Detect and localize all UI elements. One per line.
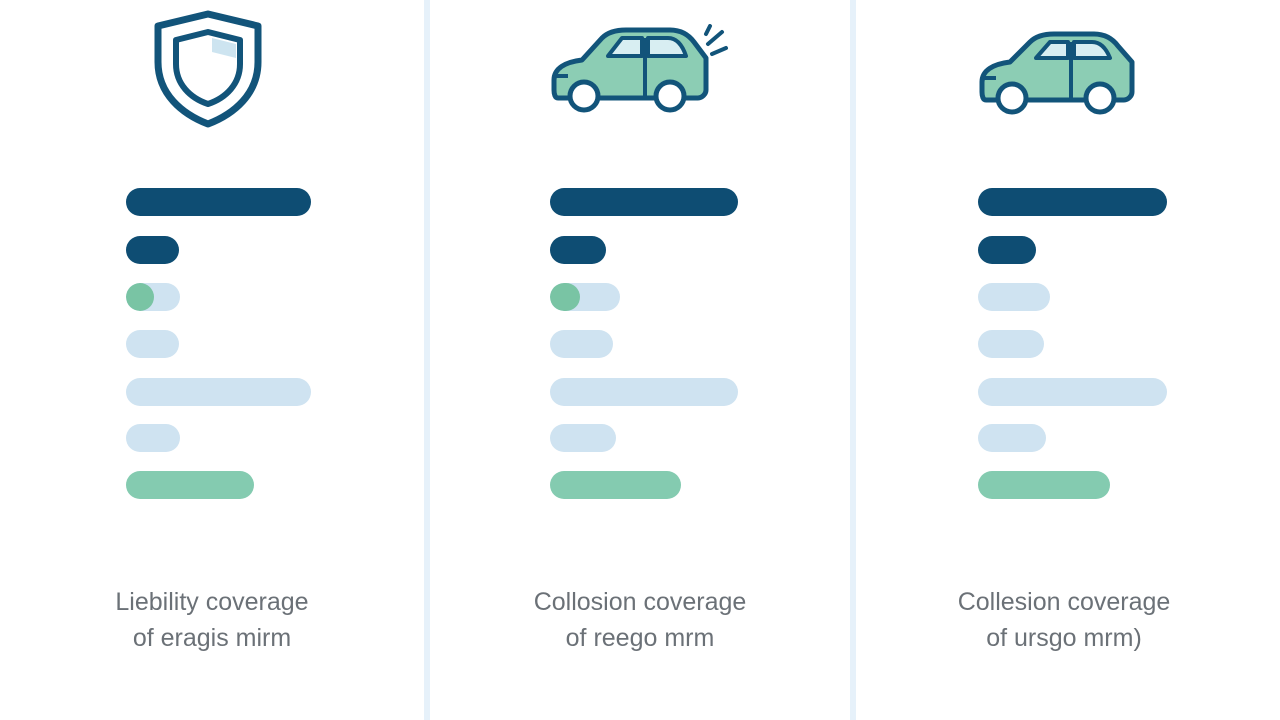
coverage-toggle[interactable] <box>126 283 180 311</box>
coverage-bar-green <box>126 471 254 499</box>
coverage-bar-green <box>978 471 1110 499</box>
coverage-bar-long <box>550 378 738 406</box>
caption-line-1: Liebility coverage <box>115 588 309 616</box>
coverage-bar-green <box>550 471 681 499</box>
coverage-bar <box>978 330 1044 358</box>
coverage-toggle[interactable] <box>550 283 620 311</box>
caption-line-2: of ursgo mrm) <box>986 624 1142 652</box>
car-crash-icon <box>546 24 730 121</box>
coverage-bar-primary <box>126 188 311 216</box>
coverage-bar-primary <box>550 188 738 216</box>
caption-line-2: of reego mrm <box>565 624 715 652</box>
column-divider <box>850 0 856 720</box>
coverage-bar-long <box>978 378 1167 406</box>
shield-icon <box>150 8 266 133</box>
coverage-caption: Liebility coverage of eragis mirm <box>62 584 362 656</box>
coverage-bar-short <box>550 236 606 264</box>
coverage-bar-short <box>126 236 179 264</box>
coverage-bar <box>550 424 616 452</box>
coverage-toggle-fill <box>550 283 580 311</box>
coverage-caption: Collosion coverage of reego mrm <box>490 584 790 656</box>
coverage-bar <box>978 424 1046 452</box>
caption-line-2: of eragis mirm <box>132 624 292 652</box>
coverage-bar-short <box>978 236 1036 264</box>
coverage-column-liability: Liebility coverage of eragis mirm <box>0 0 424 720</box>
coverage-column-collesion: Collesion coverage of ursgo mrm) <box>856 0 1280 720</box>
coverage-bar <box>126 330 179 358</box>
coverage-toggle-fill <box>126 283 154 311</box>
coverage-caption: Collesion coverage of ursgo mrm) <box>914 584 1214 656</box>
coverage-bar <box>550 330 613 358</box>
coverage-bar-primary <box>978 188 1167 216</box>
coverage-toggle[interactable] <box>978 283 1050 311</box>
coverage-column-collision: Collosion coverage of reego mrm <box>430 0 850 720</box>
caption-line-1: Collosion coverage <box>533 588 747 616</box>
car-icon <box>976 30 1140 121</box>
coverage-bar <box>126 424 180 452</box>
coverage-bar-long <box>126 378 311 406</box>
column-divider <box>424 0 430 720</box>
caption-line-1: Collesion coverage <box>957 588 1171 616</box>
